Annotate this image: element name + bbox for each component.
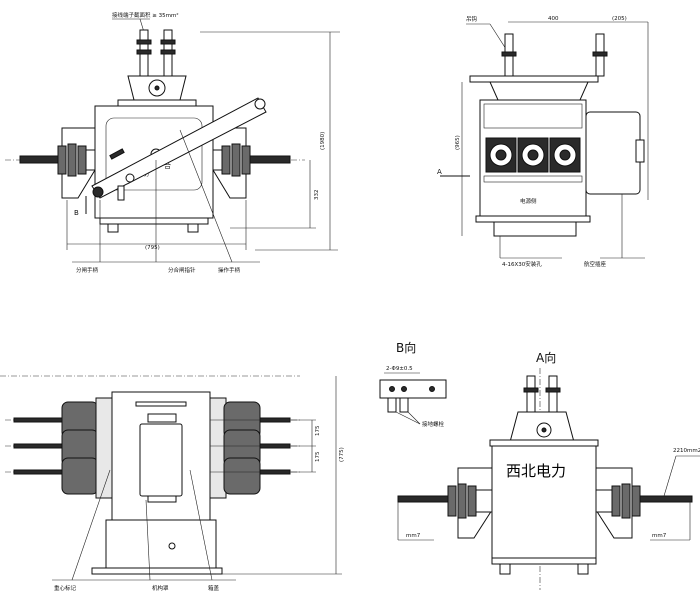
dim-205: (205) — [612, 16, 627, 22]
view-a: A向 mm7 mm7 — [397, 350, 700, 590]
dim-175b: 175 — [315, 451, 321, 462]
callout-box: 箱盖 — [208, 584, 220, 592]
label-b: B — [74, 209, 79, 217]
power-side-sockets — [485, 137, 581, 173]
view-b: B向 2-Φ9±0.5 接地螺栓 — [379, 340, 447, 428]
bracket-right-dim: mm7 — [652, 533, 667, 539]
side-mech-cover — [585, 111, 641, 195]
mech-cover-top — [105, 519, 217, 569]
callout-mount-holes: 4-16X30安装孔 — [502, 260, 542, 268]
dim-332: 332 — [314, 190, 320, 201]
dim-175a: 175 — [315, 425, 321, 436]
dim-400: 400 — [548, 16, 559, 22]
bracket-left-dim: mm7 — [406, 533, 421, 539]
hole-spec: 2-Φ9±0.5 — [386, 366, 413, 372]
spec-note: 接线端子截面积 ≥ 35mm² — [112, 11, 179, 19]
top-view: 175 175 (775) 重心标记 机构罩 箱盖 — [0, 375, 345, 592]
front-view: 接线端子截面积 ≥ 35mm² 合 分 — [5, 11, 340, 274]
a-main-box — [491, 445, 597, 559]
title-b-view: B向 — [396, 340, 416, 355]
right-bushing — [212, 143, 291, 177]
side-view: 400 (205) 吊钩 电源侧 — [437, 15, 649, 268]
title-a-view: A向 — [536, 350, 556, 365]
left-bushings-top — [61, 397, 115, 499]
callout-ground-bolt: 接地螺栓 — [422, 420, 445, 428]
dim-795: (795) — [145, 245, 160, 251]
callout-indicator: 分合闸指针 — [168, 266, 196, 274]
trip-handle — [117, 185, 125, 201]
dim-1980: (1980) — [320, 132, 326, 150]
left-bushing — [19, 143, 96, 177]
callout-aviation-socket: 航空插座 — [584, 260, 607, 268]
b-bracket-plate — [379, 379, 447, 399]
callout-handle: 操作手柄 — [218, 266, 241, 274]
callout-lifting-hook: 吊钩 — [466, 15, 478, 23]
terminal-studs — [136, 29, 176, 77]
indicator-close-text: 合 — [164, 161, 171, 170]
callout-mech-cover: 机构罩 — [152, 584, 169, 592]
label-a: A — [437, 168, 442, 176]
panel-label: 电源侧 — [520, 197, 537, 205]
dim-965: (965) — [455, 135, 461, 150]
callout-trip-handle: 分闸手柄 — [76, 266, 99, 274]
watermark-text: 西北电力 — [506, 462, 566, 480]
dim-775: (775) — [339, 447, 345, 462]
cable-spec: 2210mm2 — [673, 448, 700, 454]
callout-center-mark: 重心标记 — [54, 584, 77, 592]
right-bushings-top — [207, 397, 261, 499]
